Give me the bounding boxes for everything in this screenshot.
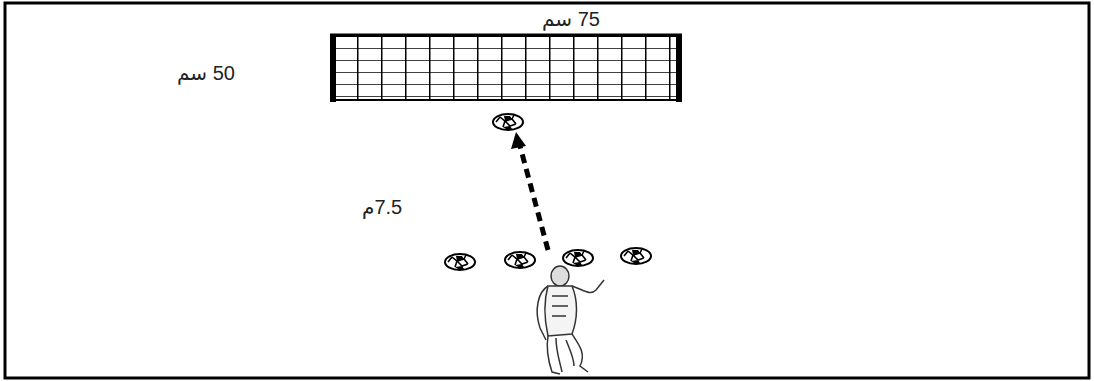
ball-row <box>445 248 651 270</box>
pass-arrow <box>511 132 548 250</box>
target-ball <box>493 114 523 130</box>
frame <box>5 3 1089 378</box>
goal <box>330 34 682 102</box>
dimension-height: 50 سم <box>175 62 237 84</box>
dimension-width: 75 سم <box>540 8 602 30</box>
player-figure <box>537 266 604 374</box>
dimension-distance: 7.5م <box>360 196 404 218</box>
